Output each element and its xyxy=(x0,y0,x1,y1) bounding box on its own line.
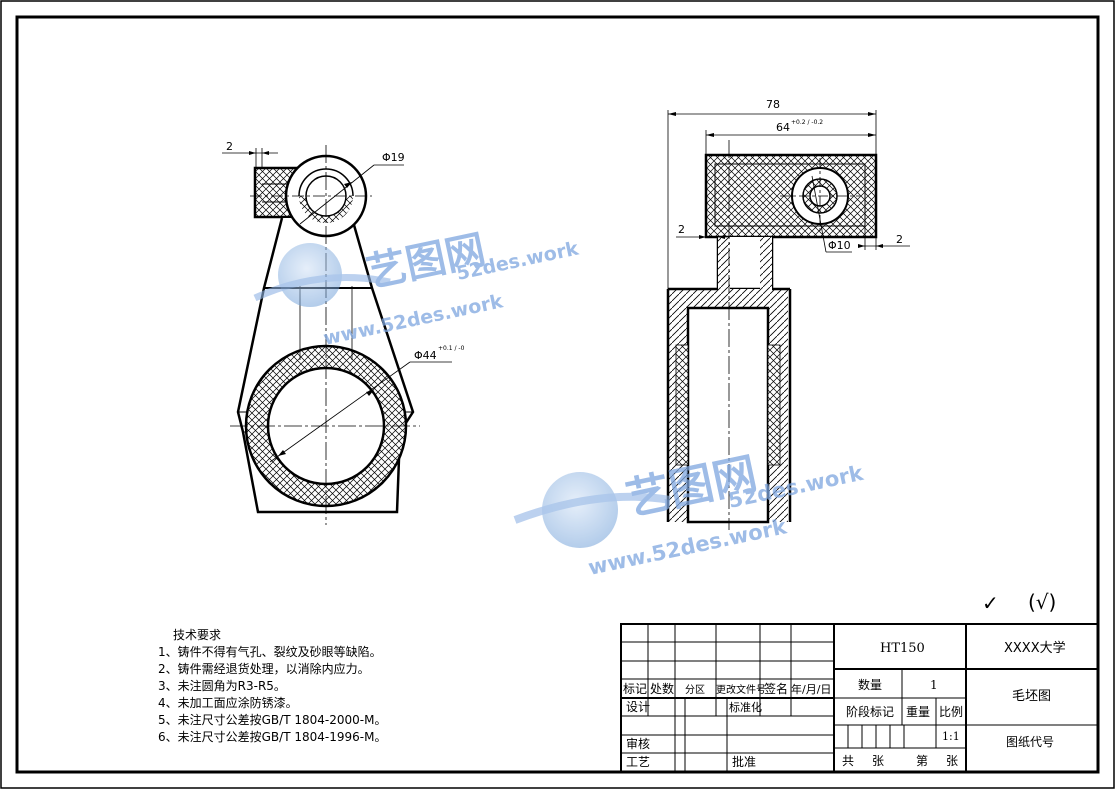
tb-stage-label: 阶段标记 xyxy=(846,704,894,719)
tb-total-label: 共 xyxy=(842,754,854,768)
tb-approve: 批准 xyxy=(732,754,756,769)
dim-2-left-view: 2 xyxy=(226,140,233,153)
tb-material: HT150 xyxy=(880,641,925,656)
dim-2-right-view-left: 2 xyxy=(678,223,685,236)
title-block-text: HT150 XXXX大学 毛坯图 图纸代号 数量 1 阶段标记 重量 比例 1:… xyxy=(623,640,1066,769)
tech-req-item: 6、未注尺寸公差按GB/T 1804-1996-M。 xyxy=(158,729,386,744)
dim-phi44-tolerance: +0.1 / -0 xyxy=(438,345,465,352)
dim-64: 64 xyxy=(776,121,790,134)
tech-req-item: 4、未加工面应涂防锈漆。 xyxy=(158,695,298,710)
tb-change-doc: 更改文件号 xyxy=(716,683,766,696)
tb-scale-label: 比例 xyxy=(939,705,963,719)
tech-req-item: 2、铸件需经退货处理，以消除内应力。 xyxy=(158,661,370,676)
tech-req-item: 5、未注尺寸公差按GB/T 1804-2000-M。 xyxy=(158,712,386,727)
tb-quantity-label: 数量 xyxy=(858,677,882,692)
tb-sign: 签名 xyxy=(764,681,788,696)
tb-date: 年/月/日 xyxy=(791,682,831,696)
tech-req-item: 1、铸件不得有气孔、裂纹及砂眼等缺陷。 xyxy=(158,644,382,659)
tb-zone: 分区 xyxy=(685,684,705,696)
watermark-url-2: www.52des.work xyxy=(586,514,790,580)
roughness-mark: ✓ (√) xyxy=(982,590,1056,615)
tb-review: 审核 xyxy=(626,736,650,751)
dim-64-tolerance: +0.2 / -0.2 xyxy=(791,119,823,126)
tb-sheet-unit-1: 张 xyxy=(872,754,884,768)
left-view: 2 Φ19 Φ44 +0.1 / -0 xyxy=(222,140,465,525)
tb-process: 工艺 xyxy=(626,755,650,769)
dim-phi10: Φ10 xyxy=(828,239,851,252)
tb-quantity: 1 xyxy=(930,678,938,692)
tb-sheet-unit-2: 张 xyxy=(946,754,958,768)
tb-sheet-label: 第 xyxy=(916,754,928,768)
tb-mark: 标记 xyxy=(623,682,647,696)
tech-requirements: 技术要求 1、铸件不得有气孔、裂纹及砂眼等缺陷。 2、铸件需经退货处理，以消除内… xyxy=(158,628,386,744)
tech-requirements-title: 技术要求 xyxy=(173,628,221,642)
tech-req-item: 3、未注圆角为R3-R5。 xyxy=(158,678,286,693)
right-view: 78 64 +0.2 / -0.2 2 2 Φ10 xyxy=(666,98,910,530)
tb-standardize: 标准化 xyxy=(729,700,762,714)
tb-count: 处数 xyxy=(650,681,674,696)
dim-2-right-view-right: 2 xyxy=(896,233,903,246)
tb-school: XXXX大学 xyxy=(1004,640,1066,656)
tb-drawing-name: 毛坯图 xyxy=(1012,689,1051,704)
tb-drawing-code: 图纸代号 xyxy=(1006,735,1054,749)
tb-design: 设计 xyxy=(626,700,650,714)
inner-frame xyxy=(15,15,1100,774)
tb-weight-label: 重量 xyxy=(906,705,930,719)
dim-phi19: Φ19 xyxy=(382,151,405,164)
title-block xyxy=(620,623,1099,773)
dim-78: 78 xyxy=(766,98,780,111)
roughness-symbol: ✓ xyxy=(982,591,999,615)
roughness-note: (√) xyxy=(1028,590,1056,614)
dim-phi44: Φ44 xyxy=(414,349,437,362)
tb-scale: 1:1 xyxy=(942,730,960,743)
